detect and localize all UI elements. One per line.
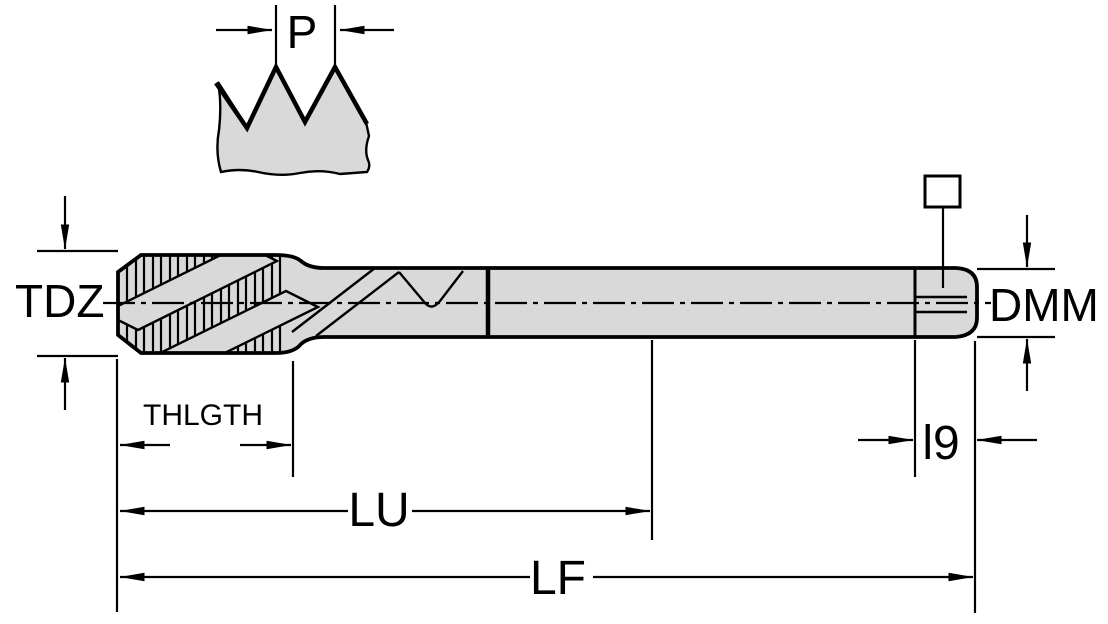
tap-body-outline — [116, 253, 979, 355]
dim-thlgth: THLGTH — [115, 359, 295, 612]
thlgth-extension-lines — [115, 359, 295, 612]
thread-profile-detail: P — [214, 5, 394, 176]
tap-body — [103, 253, 991, 355]
l9-label: l9 — [922, 417, 959, 470]
flute-band-2 — [143, 289, 321, 353]
tdz-label: TDZ — [15, 275, 104, 327]
thread-profile-shape — [216, 65, 371, 176]
pitch-extension-lines — [274, 5, 337, 64]
dim-lu: LU — [119, 340, 654, 540]
thlgth-label: THLGTH — [143, 399, 263, 432]
dmm-extension-lines — [977, 267, 1055, 339]
dmm-label: DMM — [989, 279, 1099, 331]
lf-label: LF — [530, 552, 586, 605]
dim-dmm: DMM — [977, 215, 1099, 391]
pitch-label: P — [287, 6, 318, 58]
thread-profile-outline — [214, 61, 369, 133]
square-section-edge-lines — [916, 295, 967, 314]
flute-band-1 — [118, 255, 280, 332]
tdz-extension-lines — [37, 249, 118, 358]
dim-lf: LF — [119, 341, 977, 613]
lu-label: LU — [348, 484, 409, 537]
dim-l9: l9 — [858, 340, 1037, 477]
square-drive-icon — [923, 174, 962, 209]
square-drive-callout — [923, 174, 962, 288]
dim-tdz: TDZ — [15, 196, 118, 410]
